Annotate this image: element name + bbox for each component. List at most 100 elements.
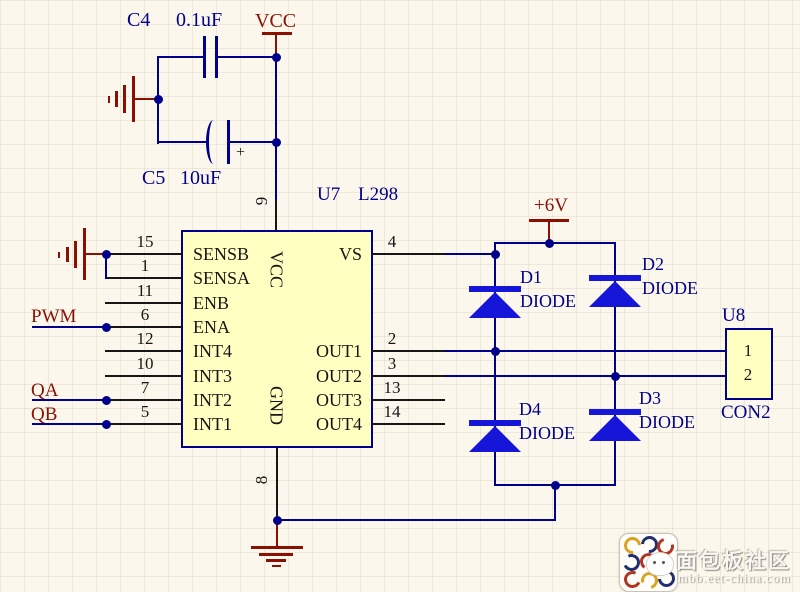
- d1-cathode-bar[interactable]: [469, 286, 521, 292]
- wire-loop-right: [275, 56, 277, 144]
- ground-icon: [115, 91, 118, 107]
- pin-number: 5: [140, 402, 150, 421]
- ground-stem: [86, 253, 106, 255]
- ic-pin-name: INT2: [193, 390, 232, 410]
- c4-designator: C4: [127, 9, 151, 31]
- ground-icon: [132, 76, 135, 122]
- pin-number: 14: [383, 402, 401, 421]
- d4-cathode-bar[interactable]: [469, 420, 521, 426]
- wire-qb: [32, 423, 106, 425]
- d3-part: DIODE: [639, 412, 695, 432]
- qa-net-label: QA: [31, 380, 59, 401]
- pin-stub-3: [371, 375, 445, 377]
- vcc-power-stem: [275, 34, 277, 58]
- junction-dot: [491, 347, 500, 356]
- pin-number: 6: [140, 305, 150, 324]
- connector-body-u8[interactable]: [725, 328, 773, 400]
- ground-icon: [251, 546, 303, 549]
- ground-icon: [108, 96, 110, 103]
- pin-stub-15: [105, 253, 182, 255]
- wire-c4-left: [158, 56, 204, 58]
- plus6v-power-bar-icon: [529, 219, 569, 222]
- qb-net-label: QB: [31, 404, 58, 425]
- ground-stem: [276, 520, 278, 547]
- vcc-net-label: VCC: [255, 10, 297, 32]
- wire-c4-right: [218, 56, 277, 58]
- ic-pin-name: OUT4: [316, 414, 362, 434]
- ground-stem: [135, 98, 158, 100]
- wire-vcc-to-ic: [275, 142, 277, 200]
- ic-pin9-number: 9: [252, 196, 271, 206]
- c5-straight-plate[interactable]: [227, 120, 230, 164]
- pin-stub-13: [371, 399, 445, 401]
- junction-dot: [551, 481, 560, 490]
- ic-pin-name: SENSB: [193, 244, 250, 264]
- connector-pin-number: 2: [743, 365, 753, 384]
- junction-dot: [102, 323, 111, 332]
- vcc-power-bar-icon: [262, 32, 292, 35]
- d3-cathode-bar[interactable]: [589, 409, 641, 415]
- wire-vs: [445, 253, 496, 255]
- junction-dot: [154, 95, 163, 104]
- ic-pin8-number: 8: [252, 475, 271, 485]
- c5-value: 10uF: [180, 167, 222, 189]
- ic-pin-name: INT4: [193, 341, 232, 361]
- ground-icon: [123, 85, 126, 113]
- junction-dot: [272, 53, 281, 62]
- ic-pin-name: INT1: [193, 414, 232, 434]
- ic-body-u7[interactable]: [181, 230, 373, 448]
- watermark-url: mbb.eet-china.com: [678, 571, 791, 585]
- pwm-net-label: PWM: [31, 306, 77, 327]
- plus6v-power-stem: [548, 221, 550, 244]
- d2-part: DIODE: [642, 278, 698, 298]
- c5-curved-plate[interactable]: [206, 120, 221, 164]
- wire-out2: [445, 375, 726, 377]
- junction-dot: [545, 239, 554, 248]
- pin-number: 12: [136, 329, 154, 348]
- pin-stub-14: [371, 423, 445, 425]
- pin-number: 2: [387, 329, 397, 348]
- d2-cathode-bar[interactable]: [589, 275, 641, 281]
- wire-gnd-rail: [276, 519, 556, 521]
- d1-diode-triangle[interactable]: [469, 292, 521, 318]
- d4-designator: D4: [519, 399, 541, 419]
- pin-stub-5: [105, 423, 182, 425]
- d4-diode-triangle[interactable]: [469, 426, 521, 452]
- wire-qa: [32, 399, 106, 401]
- d3-diode-triangle[interactable]: [589, 415, 641, 441]
- c4-capacitor-plate[interactable]: [203, 36, 206, 78]
- pin-number: 4: [387, 232, 397, 251]
- junction-dot: [491, 250, 500, 259]
- d2-designator: D2: [642, 254, 664, 274]
- ic-pin-name: OUT1: [316, 341, 362, 361]
- plus6v-net-label: +6V: [534, 195, 568, 216]
- connector-pin-number: 1: [743, 341, 753, 360]
- ic-pin9-stub: [275, 200, 277, 231]
- pin-number: 13: [383, 378, 401, 397]
- connector-designator: U8: [722, 305, 746, 326]
- pin-number: 1: [140, 256, 150, 275]
- junction-dot: [102, 420, 111, 429]
- ic-designator: U7: [317, 184, 341, 205]
- d2-diode-triangle[interactable]: [589, 281, 641, 307]
- c5-polarity-plus: +: [236, 144, 246, 161]
- ic-pin-name: INT3: [193, 366, 232, 386]
- pin-stub-6: [105, 326, 182, 328]
- ground-icon: [66, 247, 69, 262]
- pin-number: 7: [140, 378, 150, 397]
- pin-stub-12: [105, 350, 182, 352]
- watermark-title: 面包板社区: [676, 549, 791, 573]
- ic-pin-name: VS: [338, 244, 362, 264]
- wire-diode-column-left: [494, 242, 496, 486]
- wire-gnd-to-pin1: [105, 253, 107, 279]
- wire-c5-right: [230, 141, 276, 143]
- d1-designator: D1: [520, 267, 542, 287]
- wire-drop-to-gnd-rail: [554, 484, 556, 521]
- ground-icon: [83, 228, 86, 280]
- c4-capacitor-plate[interactable]: [215, 36, 218, 78]
- d3-designator: D3: [639, 388, 661, 408]
- pin-stub-2: [371, 350, 445, 352]
- pin-number: 11: [136, 281, 154, 300]
- ground-icon: [266, 559, 286, 562]
